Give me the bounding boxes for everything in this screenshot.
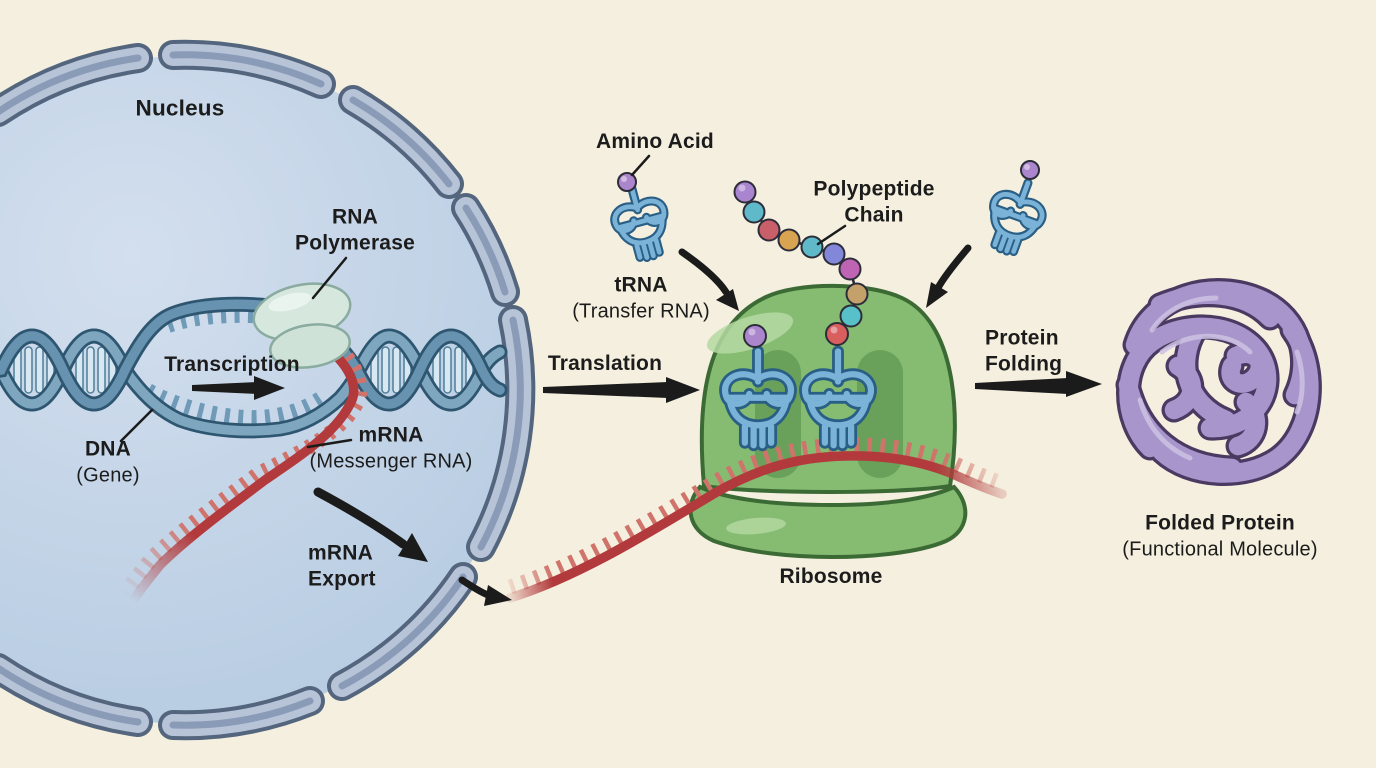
polypeptide-chain-label-line1: Polypeptide bbox=[813, 177, 935, 201]
folded-protein-label-name: Folded Protein bbox=[1145, 511, 1295, 535]
amino-acid-bead bbox=[617, 172, 637, 192]
chain-bead bbox=[839, 304, 863, 328]
trna-arrow bbox=[678, 248, 739, 311]
dna-pointer bbox=[119, 408, 154, 443]
ribosome-label: Ribosome bbox=[779, 565, 883, 589]
polypeptide-chain-beads bbox=[733, 180, 869, 348]
trna-icon-incoming bbox=[980, 160, 1051, 258]
amino-acid-bead-ribosome-left bbox=[743, 324, 767, 348]
translation-arrow bbox=[543, 377, 700, 403]
mrna-nuclear-teeth bbox=[118, 342, 368, 598]
polypeptide-pointer bbox=[816, 224, 847, 246]
rna-polymerase-label-line2: Polymerase bbox=[295, 231, 415, 254]
label-pointer-lines bbox=[119, 154, 847, 449]
mrna-export-label-line2: Export bbox=[308, 567, 376, 590]
mrna-export-label: mRNA Export bbox=[308, 540, 376, 591]
ribosome-small-highlight bbox=[726, 517, 786, 535]
folded-protein-illustration bbox=[1115, 278, 1322, 486]
mrna-strand-nuclear bbox=[118, 342, 368, 606]
chain-bead bbox=[800, 235, 824, 259]
mrna-label-name: mRNA bbox=[358, 423, 424, 447]
transcription-bubble-teeth bbox=[144, 306, 334, 427]
rna-polymerase-blob bbox=[252, 282, 352, 369]
nucleus-label: Nucleus bbox=[135, 95, 225, 121]
chain-bead bbox=[742, 200, 766, 224]
rna-polymerase-label: RNA Polymerase bbox=[295, 204, 415, 255]
folded-protein-label-detail: (Functional Molecule) bbox=[1122, 538, 1318, 560]
protein-folding-arrow bbox=[975, 371, 1102, 397]
trna-label: tRNA (Transfer RNA) bbox=[572, 272, 710, 323]
chain-bead bbox=[838, 257, 862, 281]
mrna-export-arrow bbox=[313, 487, 512, 606]
chain-bead bbox=[822, 242, 846, 266]
protein-folding-label-line2: Folding bbox=[985, 352, 1063, 375]
mrna-label-detail: (Messenger RNA) bbox=[309, 450, 473, 472]
translation-label: Translation bbox=[547, 352, 663, 376]
amino-acid-bead bbox=[1020, 160, 1040, 180]
dna-label-detail: (Gene) bbox=[76, 464, 140, 486]
mrna-export-label-line1: mRNA bbox=[308, 541, 373, 565]
amino-acid-label: Amino Acid bbox=[596, 130, 714, 154]
chain-bead bbox=[845, 282, 869, 306]
trna-label-detail: (Transfer RNA) bbox=[572, 300, 710, 322]
amino-acid-pointer bbox=[630, 154, 651, 177]
trna-icon-free bbox=[607, 172, 674, 263]
polypeptide-chain-label-line2: Chain bbox=[844, 203, 904, 226]
mrna-strand-cytoplasmic bbox=[505, 437, 1007, 603]
ribosome-small-subunit bbox=[688, 484, 968, 560]
chain-bead bbox=[757, 218, 781, 242]
mrna-pointer bbox=[306, 438, 353, 449]
folded-protein-label: Folded Protein (Functional Molecule) bbox=[1122, 510, 1317, 561]
polypeptide-chain-label: Polypeptide Chain bbox=[813, 176, 934, 227]
dna-label: DNA bbox=[84, 437, 132, 461]
mrna-cytoplasmic-teeth bbox=[507, 437, 1005, 595]
dna-gene-label: DNA (Gene) bbox=[76, 436, 139, 487]
rna-polymerase-pointer bbox=[311, 256, 348, 300]
transcription-arrow bbox=[192, 376, 285, 400]
protein-folding-label: Protein Folding bbox=[985, 325, 1062, 376]
rna-polymerase-label-line1: RNA bbox=[331, 205, 379, 229]
transcription-label: Transcription bbox=[164, 353, 300, 377]
chain-bead bbox=[825, 322, 849, 346]
protein-folding-label-line1: Protein bbox=[985, 326, 1059, 350]
incoming-trna-arrow bbox=[926, 244, 972, 308]
trna-label-name: tRNA bbox=[614, 273, 668, 297]
chain-bead bbox=[733, 180, 757, 204]
chain-bead bbox=[777, 228, 801, 252]
mrna-label: mRNA (Messenger RNA) bbox=[309, 422, 472, 473]
process-arrows bbox=[192, 244, 1102, 606]
